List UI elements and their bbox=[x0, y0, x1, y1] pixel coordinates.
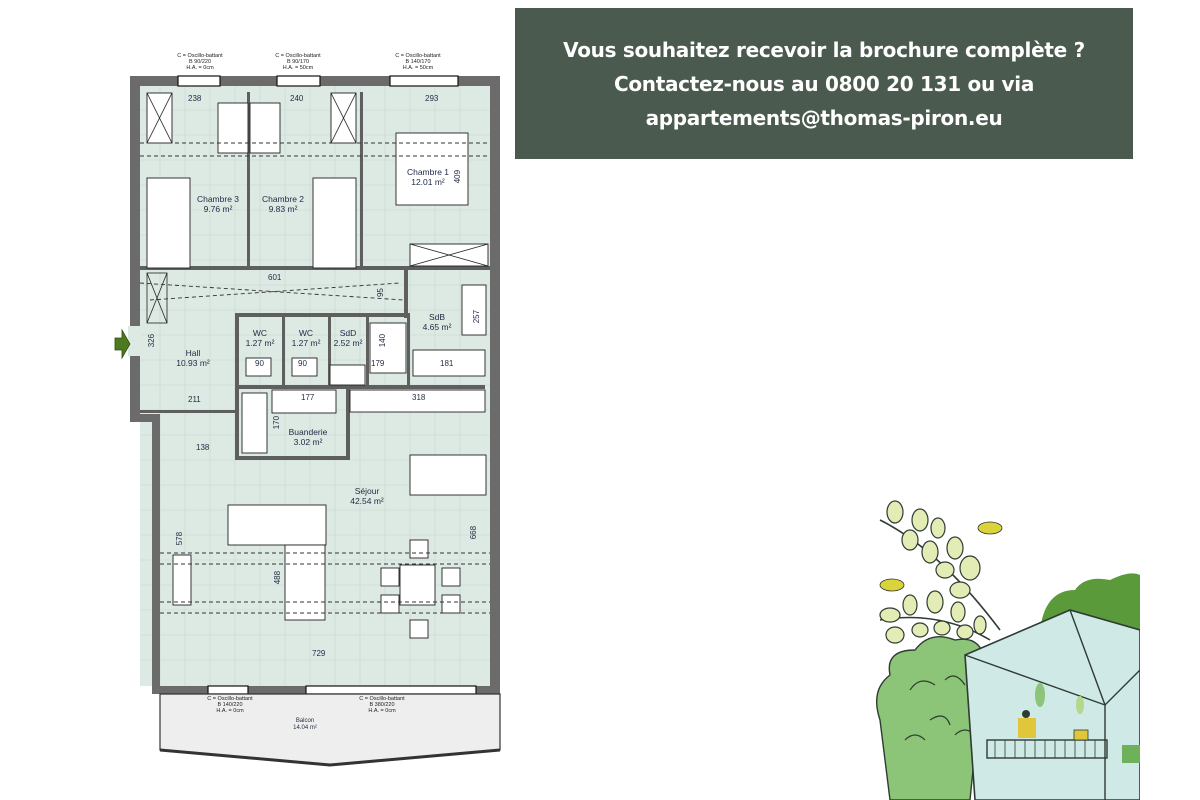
dim-257: 257 bbox=[472, 309, 482, 324]
dim-179: 179 bbox=[371, 359, 385, 368]
entry-arrow-icon bbox=[114, 328, 131, 360]
cta-line-2: Contactez-nous au 0800 20 131 ou via bbox=[613, 71, 1035, 96]
dim-729: 729 bbox=[312, 649, 326, 658]
dim-138: 138 bbox=[196, 443, 210, 452]
cta-line-1: Vous souhaitez recevoir la brochure comp… bbox=[563, 37, 1085, 62]
dim-238: 238 bbox=[188, 94, 202, 103]
floor-plan-drawing bbox=[114, 75, 501, 767]
dim-211: 211 bbox=[188, 395, 201, 404]
dim-293: 293 bbox=[425, 94, 439, 103]
bee-icon bbox=[879, 521, 1003, 592]
cta-email: appartements@thomas-piron.eu bbox=[645, 105, 1003, 130]
dim-318: 318 bbox=[412, 393, 426, 402]
dim-140: 140 bbox=[378, 333, 388, 348]
dim-95: 95 bbox=[375, 288, 385, 298]
dim-668: 668 bbox=[469, 525, 479, 540]
dim-170: 170 bbox=[272, 415, 282, 430]
dim-488: 488 bbox=[273, 570, 283, 585]
dim-326: 326 bbox=[147, 333, 157, 348]
dim-90-a: 90 bbox=[255, 359, 264, 368]
brochure-contact-banner: Vous souhaitez recevoir la brochure comp… bbox=[515, 8, 1133, 159]
dim-409: 409 bbox=[453, 169, 463, 184]
dim-578: 578 bbox=[175, 531, 185, 546]
nature-building-illustration bbox=[860, 490, 1141, 800]
dim-240: 240 bbox=[290, 94, 304, 103]
dim-601: 601 bbox=[268, 273, 282, 282]
dim-181: 181 bbox=[440, 359, 454, 368]
dim-177: 177 bbox=[301, 393, 315, 402]
dim-90-b: 90 bbox=[298, 359, 307, 368]
